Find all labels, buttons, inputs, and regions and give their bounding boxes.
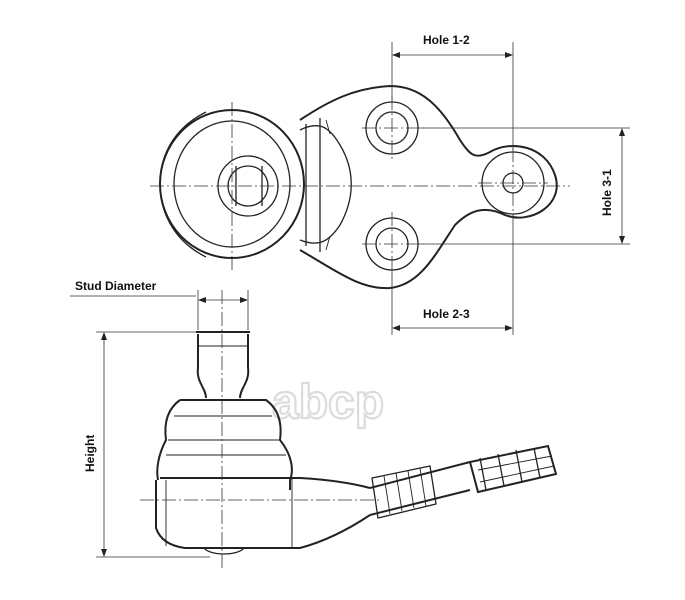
dim-hole-1-2 (391, 42, 514, 150)
hole-3-1-label: Hole 3-1 (600, 169, 614, 216)
watermark-text: abcp (272, 376, 384, 429)
side-view (140, 290, 558, 570)
height-label: Height (83, 435, 97, 472)
hole-1-2-label: Hole 1-2 (423, 33, 470, 47)
dim-height (96, 331, 210, 558)
dim-hole-3-1 (420, 127, 630, 245)
top-view (150, 84, 570, 290)
stud-diameter-label: Stud Diameter (75, 279, 157, 293)
hole-2-3-label: Hole 2-3 (423, 307, 470, 321)
dim-hole-2-3 (391, 215, 514, 335)
dim-stud-diameter (70, 290, 249, 330)
